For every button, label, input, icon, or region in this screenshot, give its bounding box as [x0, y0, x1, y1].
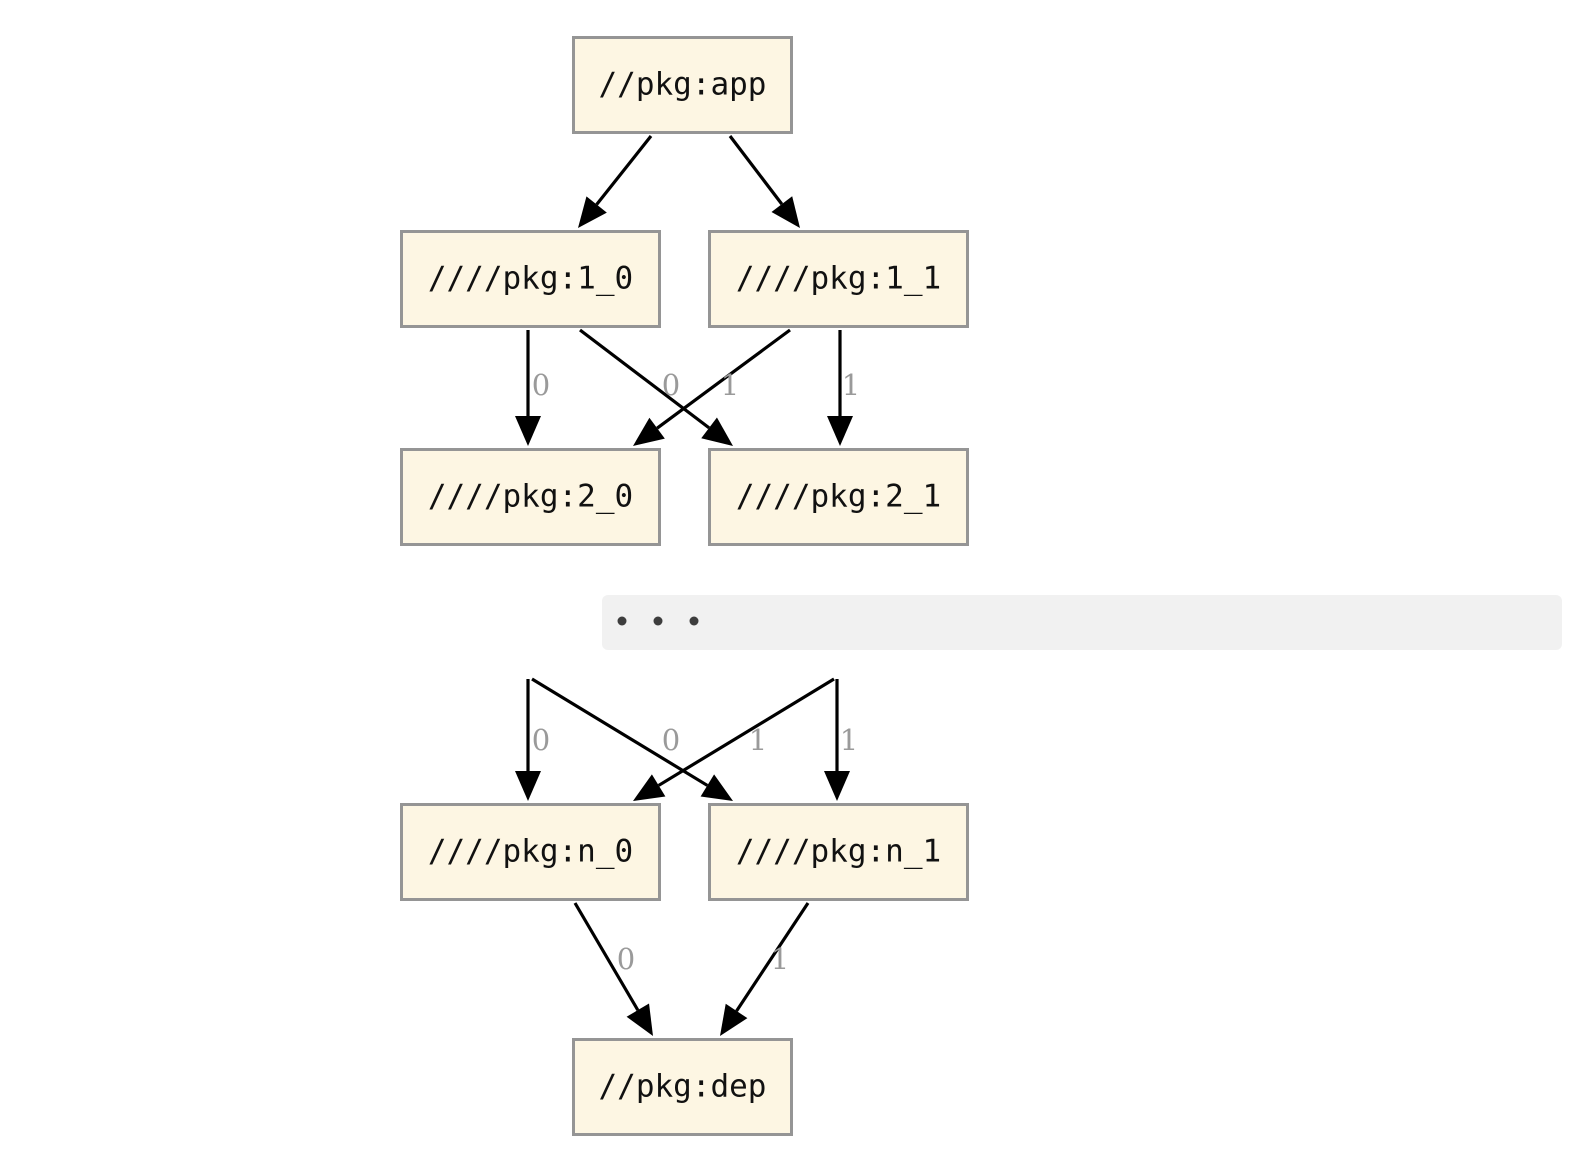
node-box[interactable]: [400, 448, 661, 546]
graph-node-n1_0[interactable]: ////pkg:1_0: [400, 230, 661, 328]
edge-line: [656, 328, 791, 430]
node-label: //pkg:dep: [599, 1069, 767, 1105]
node-label: ////pkg:1_1: [736, 261, 941, 297]
edge-line: [573, 902, 640, 1011]
edge-arrowhead: [515, 771, 541, 801]
edge-label: 0: [662, 368, 680, 402]
edge-line: [579, 328, 711, 430]
edges-layer: [515, 135, 853, 1036]
edge-label: 0: [617, 942, 635, 976]
edge-label: 0: [662, 723, 680, 757]
node-label: ////pkg:2_0: [428, 479, 633, 515]
edge-arrowhead: [720, 1003, 748, 1036]
node-label: ////pkg:n_1: [736, 834, 941, 870]
node-box[interactable]: [708, 448, 969, 546]
edge-line: [735, 902, 810, 1012]
graph-node-n1_1[interactable]: ////pkg:1_1: [708, 230, 969, 328]
graph-node-nn_1[interactable]: ////pkg:n_1: [708, 803, 969, 901]
node-label: //pkg:app: [599, 67, 767, 103]
edge-arrowhead: [578, 196, 607, 228]
graph-node-app[interactable]: //pkg:app: [572, 36, 793, 134]
node-label: ////pkg:2_1: [736, 479, 941, 515]
graph-node-nn_0[interactable]: ////pkg:n_0: [400, 803, 661, 901]
ellipsis-dot: [653, 616, 663, 626]
edge-label: 1: [721, 368, 739, 402]
edge-label: 1: [749, 723, 767, 757]
edge-label: 0: [532, 723, 550, 757]
graph-node-n2_0[interactable]: ////pkg:2_0: [400, 448, 661, 546]
edge-arrowhead: [827, 416, 853, 446]
node-box[interactable]: [572, 36, 793, 134]
edge-arrowhead: [824, 771, 850, 801]
edge-arrowhead: [700, 774, 733, 801]
edge-arrowhead: [633, 774, 666, 801]
edge-arrowhead: [701, 417, 733, 446]
nodes-layer: //pkg:app ////pkg:1_0 ////pkg:1_1 ////pkg:2…: [400, 36, 969, 1136]
ellipsis-separator: [602, 595, 1562, 650]
node-box[interactable]: [708, 230, 969, 328]
ellipsis-band: [602, 595, 1562, 650]
node-label: ////pkg:1_0: [428, 261, 633, 297]
edge-arrowhead: [626, 1003, 653, 1036]
edge-line: [531, 677, 709, 787]
edge-label: 1: [842, 368, 860, 402]
edge-line: [595, 135, 653, 206]
graph-node-dep[interactable]: //pkg:dep: [572, 1038, 793, 1136]
ellipsis-dot: [617, 616, 627, 626]
edge-arrowhead: [771, 196, 800, 228]
graph-node-n2_1[interactable]: ////pkg:2_1: [708, 448, 969, 546]
edge-label: 1: [840, 723, 858, 757]
edge-label: 1: [771, 942, 789, 976]
edge-labels-layer: 0 0 1 1 0 0 1 1 0 1: [532, 368, 860, 976]
node-box[interactable]: [572, 1038, 793, 1136]
ellipsis-dot: [689, 616, 699, 626]
node-box[interactable]: [708, 803, 969, 901]
node-box[interactable]: [400, 803, 661, 901]
edge-line: [728, 135, 784, 206]
node-box[interactable]: [400, 230, 661, 328]
edge-line: [657, 677, 835, 787]
node-label: ////pkg:n_0: [428, 834, 633, 870]
edge-label: 0: [532, 368, 550, 402]
edge-arrowhead: [515, 416, 541, 446]
edge-arrowhead: [633, 417, 665, 446]
